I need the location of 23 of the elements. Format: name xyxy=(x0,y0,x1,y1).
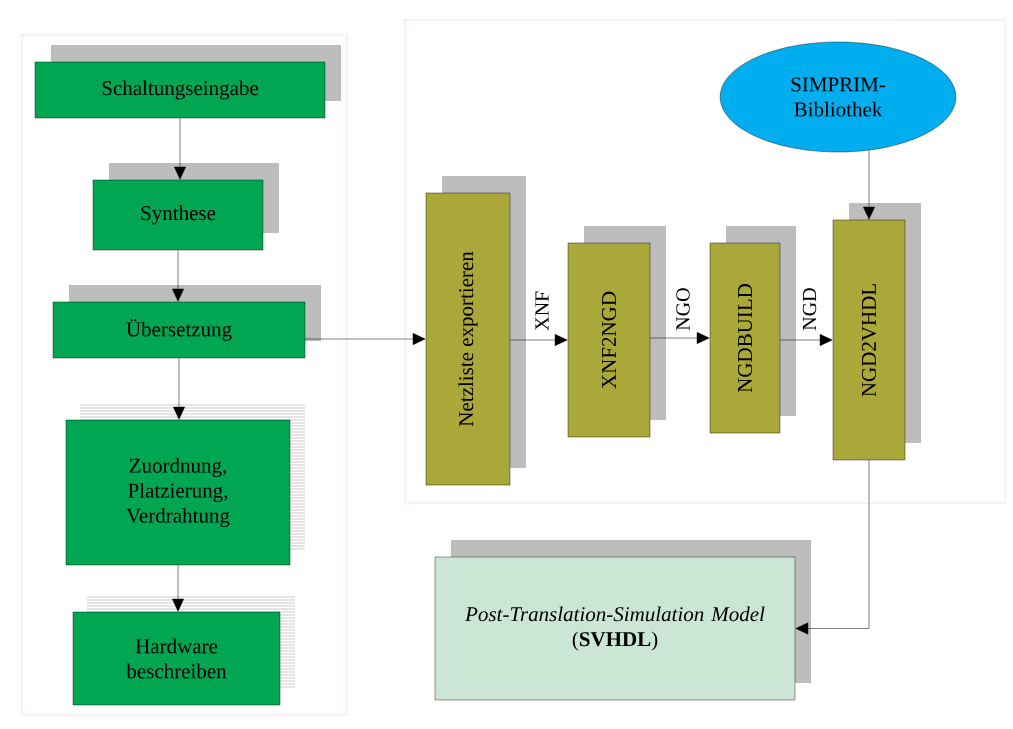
process-box: Übersetzung xyxy=(52,285,321,359)
process-box: Zuordnung, Platzierung, Verdrahtung xyxy=(65,404,306,566)
arrow xyxy=(863,149,875,220)
edge-label: XNF xyxy=(535,291,549,331)
process-box: XNF2NGD xyxy=(567,226,666,438)
arrow xyxy=(174,117,186,180)
process-box: Schaltungseingabe xyxy=(34,45,341,119)
process-box: NGD2VHDL xyxy=(832,203,921,461)
arrow xyxy=(649,332,710,344)
arrow xyxy=(795,459,870,635)
process-box: Hardware beschreiben xyxy=(72,596,296,706)
edge-label: NGD xyxy=(802,288,817,331)
arrow xyxy=(509,334,568,346)
process-box: Post-Translation-Simulation Model (SVHDL) xyxy=(434,540,811,701)
arrow xyxy=(173,357,185,420)
process-box: Synthese xyxy=(92,163,279,251)
process-box: Netzliste exportieren xyxy=(425,176,526,486)
arrow xyxy=(172,249,184,302)
arrow xyxy=(779,334,833,346)
edge-label: NGO xyxy=(676,288,690,331)
arrow xyxy=(304,333,426,345)
process-box: NGDBUILD xyxy=(709,226,796,434)
arrow xyxy=(172,564,184,612)
